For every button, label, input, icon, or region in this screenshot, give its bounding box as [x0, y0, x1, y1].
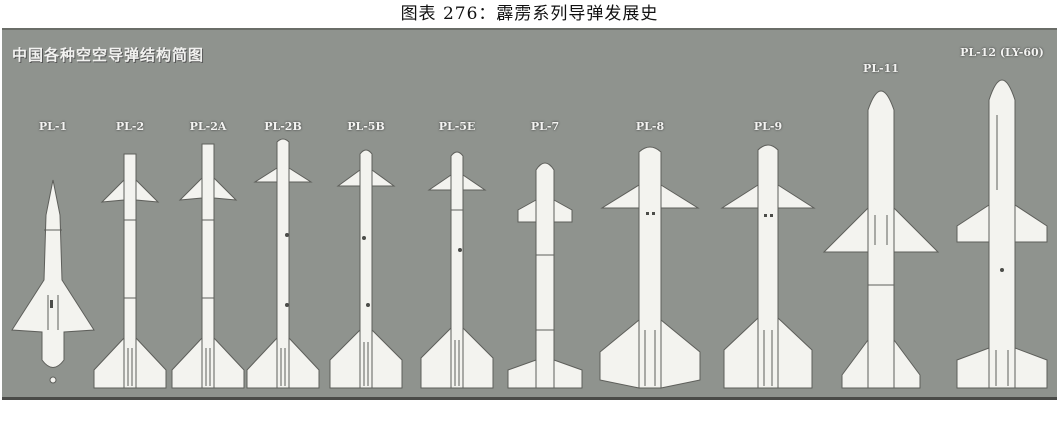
missile-pl7: [507, 162, 583, 389]
missile-pl2b: [246, 138, 320, 389]
missile-label-pl12: PL-12 (LY-60): [960, 46, 1044, 59]
footer-strip: [0, 400, 1059, 434]
missile-pl8: [599, 146, 701, 389]
missile-label-pl8: PL-8: [635, 120, 665, 133]
missile-drawings: .m { fill: #f3f3ef; stroke: #5e5f5b; str…: [11, 79, 1048, 389]
missile-label-pl2: PL-2: [115, 120, 145, 133]
missile-pl9: [720, 144, 816, 389]
missile-label-pl7: PL-7: [530, 120, 560, 133]
missile-label-pl5e: PL-5E: [438, 120, 476, 133]
missile-label-pl1: PL-1: [38, 120, 68, 133]
missile-pl12: [956, 79, 1048, 389]
missile-label-pl5b: PL-5B: [347, 120, 385, 133]
missile-pl2a: [171, 143, 245, 389]
missile-pl11: [822, 90, 940, 389]
missile-label-pl2a: PL-2A: [189, 120, 227, 133]
figure-caption: 图表 276：霹雳系列导弹发展史: [400, 4, 659, 24]
missile-pl5e: [420, 151, 494, 389]
missile-label-pl11: PL-11: [863, 62, 899, 75]
plate-title: 中国各种空空导弹结构简图: [12, 46, 205, 64]
missile-label-pl2b: PL-2B: [264, 120, 302, 133]
missile-pl5b: [329, 149, 403, 389]
missile-pl2: [93, 153, 167, 389]
missile-pl1: [11, 179, 95, 384]
missile-label-pl9: PL-9: [753, 120, 783, 133]
missile-diagram-plate: 中国各种空空导弹结构简图 PL-1 PL-2 PL-2A PL-2B PL-5B…: [2, 28, 1057, 400]
